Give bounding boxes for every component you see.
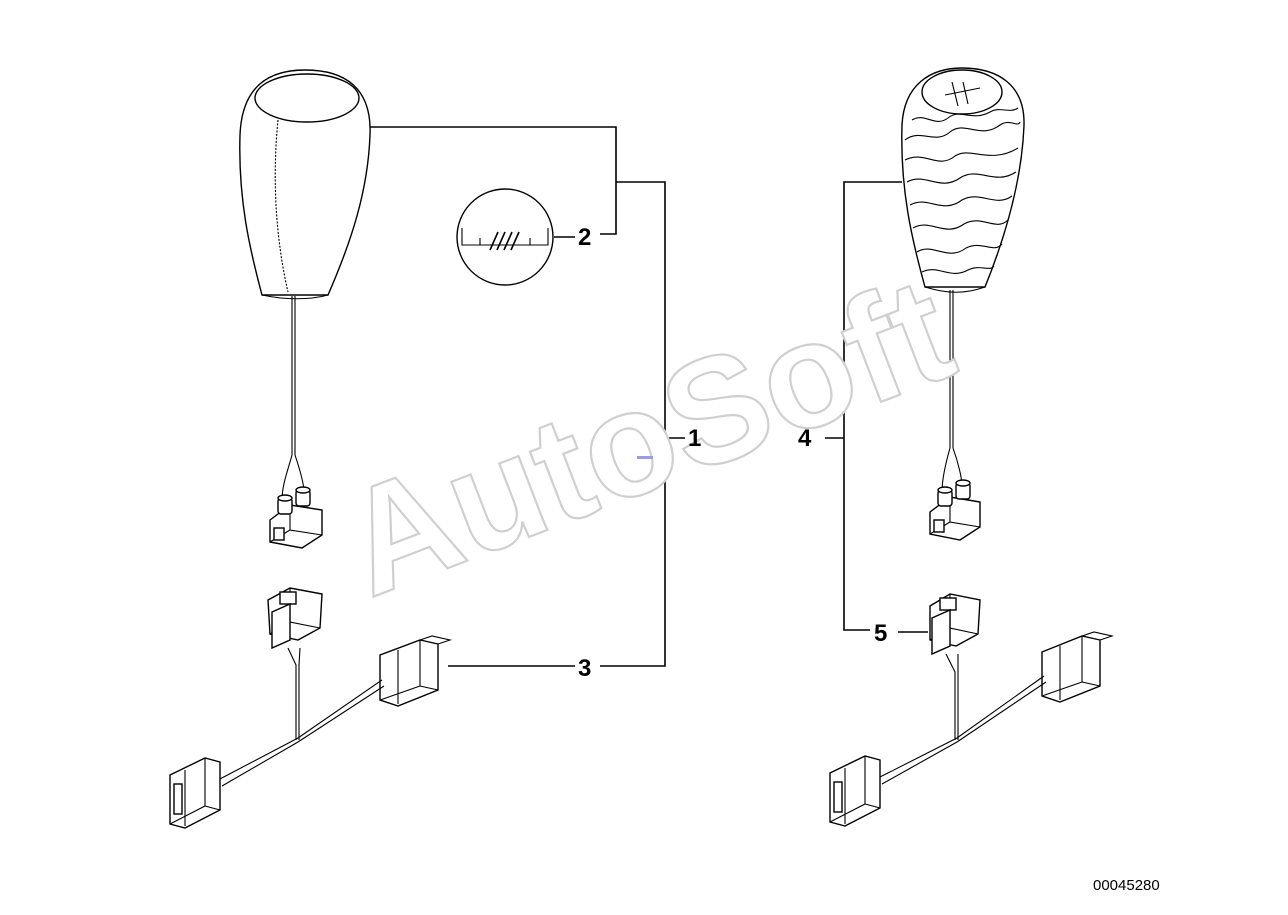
- leader-lines: [370, 126, 928, 667]
- callout-5: 5: [874, 620, 887, 647]
- watermark-text: AutoSoft: [321, 244, 972, 628]
- callout-3: 3: [578, 655, 591, 682]
- callout-2: 2: [578, 224, 591, 251]
- accent-mark: [637, 456, 653, 459]
- adapter-cable-left: [169, 587, 453, 829]
- leather-gear-knob-left: [239, 69, 371, 501]
- callout-1: 1: [688, 425, 701, 452]
- knob-plug-connector-left: [269, 486, 323, 549]
- knob-plug-connector-right: [929, 479, 981, 541]
- wood-gear-knob-right: [901, 67, 1025, 493]
- adapter-cable-right: [829, 593, 1115, 827]
- m-emblem-badge: [456, 188, 554, 286]
- watermark: AutoSoft: [320, 243, 973, 629]
- callout-4: 4: [798, 425, 812, 452]
- document-number: 00045280: [1093, 877, 1160, 894]
